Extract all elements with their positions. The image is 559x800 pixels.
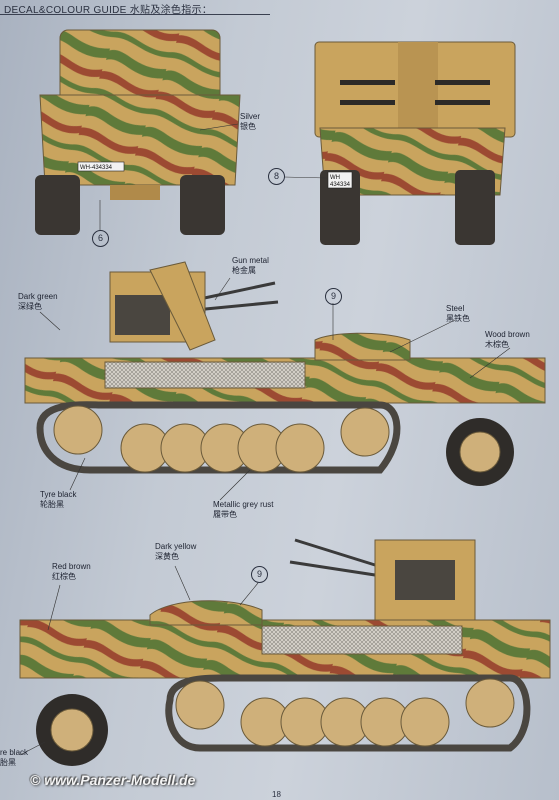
rear-view: WH 434334 bbox=[283, 41, 516, 245]
side-view-left bbox=[24, 261, 546, 501]
watermark: © www.Panzer-Modell.de bbox=[30, 772, 196, 788]
decal-number-rear: 8 bbox=[268, 168, 285, 185]
side-view-right bbox=[19, 538, 551, 766]
decal-number-front: 6 bbox=[92, 230, 109, 247]
front-plate bbox=[77, 161, 125, 172]
rear-plate-line-1: WH bbox=[330, 175, 340, 181]
page-number: 18 bbox=[272, 790, 281, 799]
front-view: WH-434334 bbox=[35, 29, 241, 235]
header-rule bbox=[0, 14, 270, 15]
rear-plate bbox=[327, 171, 353, 189]
page-header: DECAL&COLOUR GUIDE 水贴及涂色指示： bbox=[0, 0, 300, 20]
rear-plate-line-2: 434334 bbox=[330, 182, 351, 188]
header-title: DECAL&COLOUR GUIDE 水贴及涂色指示： bbox=[4, 5, 213, 16]
front-plate-text: WH-434334 bbox=[80, 165, 113, 171]
decal-number-side-2: 9 bbox=[251, 566, 268, 583]
decal-number-side-1: 9 bbox=[325, 288, 342, 305]
